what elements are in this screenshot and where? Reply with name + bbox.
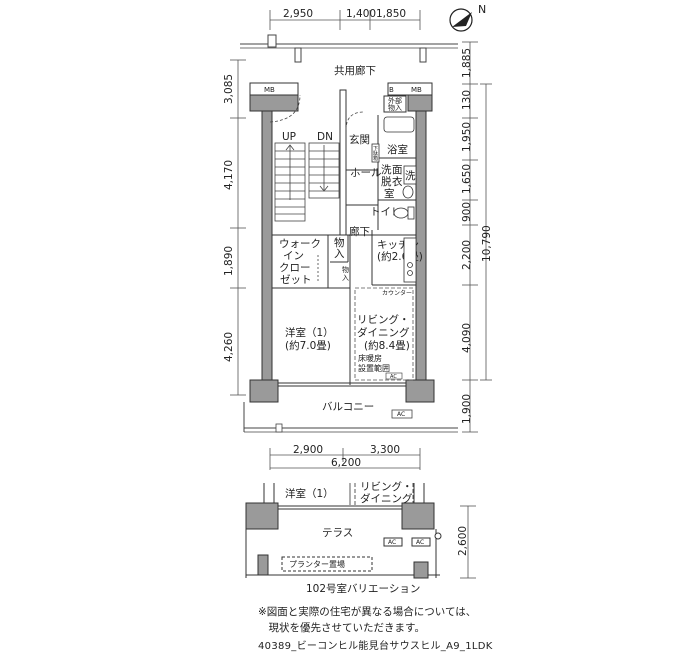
variation-living-label-1: リビング・: [360, 480, 413, 493]
hallway-label: 廊下: [349, 225, 370, 238]
entrance-door: [345, 111, 365, 131]
living-label-1: リビング・: [357, 313, 410, 326]
dim-bottom-1: 2,900: [293, 444, 323, 456]
dim-right-2: 130: [461, 90, 473, 110]
washer-label: 洗: [405, 170, 416, 182]
outdoor-storage: [383, 95, 407, 113]
corridor-label: 共用廊下: [334, 64, 376, 77]
living-label-3: (約8.4畳): [364, 339, 410, 352]
dim-bottom-total: 6,200: [331, 457, 361, 469]
ac-unit-indoor: [385, 372, 403, 380]
dim-right-6: 2,200: [461, 240, 473, 270]
shoe-box-label-2: 駄: [373, 150, 378, 157]
floor-heating-label-1: 床暖房: [358, 353, 382, 363]
unit-outline: [249, 82, 435, 403]
staircase: [269, 94, 340, 222]
plan-code: 40389_ビーコンヒル能見台サウスヒル_A9_1LDK: [258, 641, 493, 652]
counter-label: カウンター: [382, 289, 412, 297]
left-dimensions: [230, 59, 246, 396]
toilet-icon: [393, 207, 409, 219]
sink-icon: [402, 185, 414, 199]
right-dimensions: [462, 41, 492, 433]
dim-left-2: 4,170: [223, 160, 235, 190]
shoe-box-label-1: 下: [373, 146, 378, 152]
compass-icon: N: [449, 3, 486, 32]
ac-indoor-label: AC: [390, 374, 397, 380]
floor-heating-area: [354, 287, 414, 381]
dim-right-5: 900: [461, 202, 473, 222]
walkin-label-3: クロー: [279, 262, 311, 274]
mb-left-label: MB: [264, 86, 275, 94]
entrance-label: 玄関: [349, 133, 370, 146]
shoe-box: [371, 143, 380, 163]
disclaimer-line-2: 現状を優先させていただきます。: [258, 622, 425, 634]
storage2-label-2: 入: [342, 274, 349, 282]
stove-burner-2: [407, 270, 413, 276]
kitchen-counter: [403, 237, 417, 283]
ac-balcony-label: AC: [397, 411, 405, 418]
variation-ac-label-2: AC: [416, 539, 424, 546]
toilet-label: トイレ: [370, 206, 402, 218]
bathtub: [383, 116, 415, 133]
shoe-box-label-3: 箱: [373, 155, 378, 162]
stairs-up-label: UP: [282, 131, 296, 143]
toilet-tank: [407, 206, 415, 220]
dim-right-total: 10,790: [481, 225, 493, 262]
dim-left-3: 1,890: [223, 246, 235, 276]
dim-left-4: 4,260: [223, 332, 235, 362]
variation-western-label: 洋室（1）: [285, 487, 334, 500]
stairs-down-label: DN: [317, 131, 333, 143]
variation-plan: [245, 483, 442, 579]
dim-top-3: 1,850: [376, 8, 406, 20]
dim-terrace: 2,600: [457, 526, 469, 556]
balcony-label: バルコニー: [322, 401, 374, 413]
dim-top-2: 1,400: [346, 8, 376, 20]
variation-ac-label-1: AC: [388, 539, 396, 546]
washer-space: [403, 165, 417, 185]
planter-label: プランター置場: [289, 559, 345, 569]
stove-burner-1: [407, 262, 413, 268]
bottom-dimensions: [269, 448, 421, 470]
washroom-label-1: 洗: [381, 164, 392, 176]
disclaimer-line-1: ※図面と実際の住宅が異なる場合については、: [258, 606, 477, 618]
floor-heating-label-2: 設置範囲: [358, 363, 390, 373]
storage-label-2: 入: [334, 248, 345, 260]
washroom-label-3: 脱: [381, 175, 392, 188]
mb-right-label: MB: [411, 86, 422, 94]
living-label-2: ダイニング: [357, 326, 410, 339]
dim-right-8: 1,900: [461, 394, 473, 424]
top-dimensions: [269, 10, 421, 30]
storage2-label-1: 物: [342, 265, 349, 274]
washroom-label-5: 室: [384, 187, 395, 200]
balcony: [243, 402, 458, 433]
outdoor-storage-label-1: 外部: [388, 96, 402, 105]
corridor-fence: [240, 34, 458, 63]
dim-top-1: 2,950: [283, 8, 313, 20]
walkin-label-2: イン: [283, 250, 304, 262]
terrace-dimension: [460, 505, 476, 579]
dim-right-4: 1,650: [461, 164, 473, 194]
storage-label-1: 物: [334, 236, 345, 249]
western-label-2: (約7.0畳): [285, 339, 331, 352]
terrace-label: テラス: [322, 527, 353, 539]
bath-label: 浴室: [387, 143, 408, 156]
western-label-1: 洋室（1）: [285, 326, 334, 339]
dim-right-1: 1,885: [461, 48, 473, 78]
variation-living-label-2: ダイニング: [360, 492, 413, 505]
mb-right-b-label: B: [389, 86, 394, 94]
dim-right-7: 4,090: [461, 323, 473, 353]
washroom-label-2: 面: [392, 164, 403, 176]
hall-label: ホール: [350, 167, 382, 179]
dim-bottom-2: 3,300: [370, 444, 400, 456]
dim-left-1: 3,085: [223, 74, 235, 104]
compass-label: N: [478, 3, 486, 16]
outdoor-storage-label-2: 物入: [388, 103, 402, 112]
walkin-label-1: ウォーク: [279, 238, 321, 250]
dim-right-3: 1,950: [461, 122, 473, 152]
variation-caption: 102号室バリエーション: [306, 582, 420, 595]
walkin-label-4: ゼット: [280, 274, 312, 286]
washroom-label-4: 衣: [392, 175, 403, 188]
